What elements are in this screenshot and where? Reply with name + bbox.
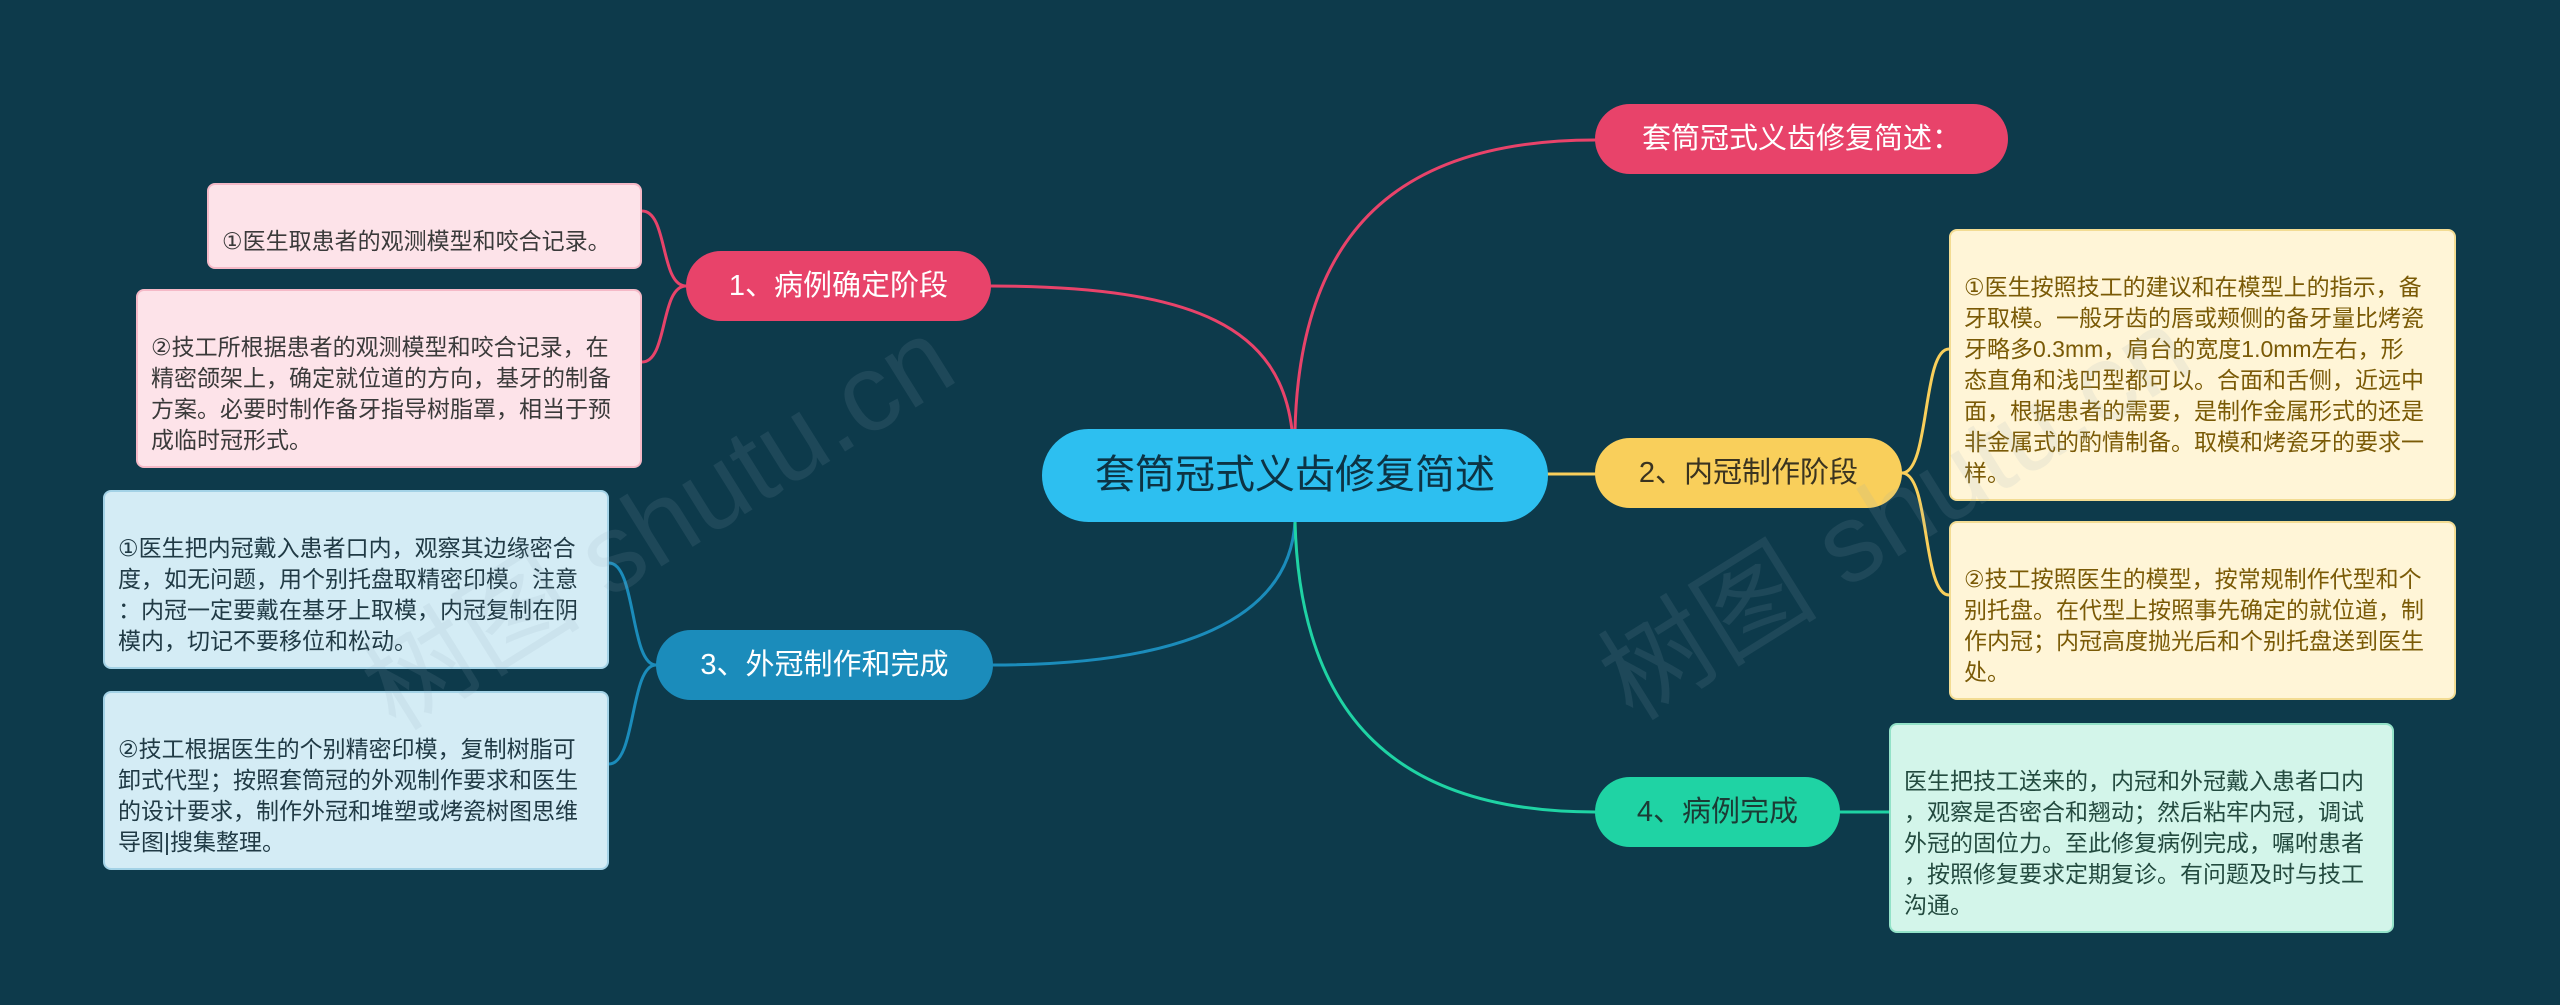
leaf-stage-1-item-1[interactable]: ①医生取患者的观测模型和咬合记录。 [207,183,642,269]
leaf-stage-2-item-2[interactable]: ②技工按照医生的模型，按常规制作代型和个 别托盘。在代型上按照事先确定的就位道，… [1949,521,2456,700]
leaf-text: ①医生按照技工的建议和在模型上的指示，备 牙取模。一般牙齿的唇或颊侧的备牙量比烤… [1964,274,2424,486]
branch-summary-label: 套筒冠式义齿修复简述： [1641,123,1961,155]
branch-stage-1-label: 1、病例确定阶段 [728,270,949,302]
leaf-stage-4-item-1[interactable]: 医生把技工送来的，内冠和外冠戴入患者口内 ，观察是否密合和翘动；然后粘牢内冠，调… [1889,723,2394,933]
leaf-text: ②技工所根据患者的观测模型和咬合记录，在 精密颌架上，确定就位道的方向，基牙的制… [151,334,611,453]
branch-stage-3-label: 3、外冠制作和完成 [700,649,949,681]
connector-stage-1-leaf-1 [640,209,688,288]
branch-stage-4[interactable]: 4、病例完成 [1595,777,1840,847]
connector-root-to-stage-3 [991,519,1297,667]
leaf-stage-3-item-2[interactable]: ②技工根据医生的个别精密印模，复制树脂可 卸式代型；按照套筒冠的外观制作要求和医… [103,691,609,870]
leaf-stage-2-item-1[interactable]: ①医生按照技工的建议和在模型上的指示，备 牙取模。一般牙齿的唇或颊侧的备牙量比烤… [1949,229,2456,501]
leaf-text: 医生把技工送来的，内冠和外冠戴入患者口内 ，观察是否密合和翘动；然后粘牢内冠，调… [1904,768,2364,918]
connector-root-to-stage-4 [1293,519,1597,814]
branch-stage-3[interactable]: 3、外冠制作和完成 [656,630,993,700]
leaf-text: ①医生把内冠戴入患者口内，观察其边缘密合 度，如无问题，用个别托盘取精密印模。注… [118,535,578,654]
leaf-stage-3-item-1[interactable]: ①医生把内冠戴入患者口内，观察其边缘密合 度，如无问题，用个别托盘取精密印模。注… [103,490,609,669]
branch-stage-2[interactable]: 2、内冠制作阶段 [1595,438,1902,508]
root-node-label: 套筒冠式义齿修复简述 [1095,453,1495,497]
connector-stage-1-leaf-2 [640,284,688,364]
connector-stage-3-leaf-1 [607,561,658,667]
branch-stage-1[interactable]: 1、病例确定阶段 [686,251,991,321]
connector-root-to-summary [1293,138,1597,432]
leaf-text: ②技工按照医生的模型，按常规制作代型和个 别托盘。在代型上按照事先确定的就位道，… [1964,566,2424,685]
branch-summary[interactable]: 套筒冠式义齿修复简述： [1595,104,2008,174]
branch-stage-4-label: 4、病例完成 [1636,796,1799,828]
root-node[interactable]: 套筒冠式义齿修复简述 [1042,429,1548,522]
connector-root-to-stage-1 [989,284,1294,432]
leaf-stage-1-item-2[interactable]: ②技工所根据患者的观测模型和咬合记录，在 精密颌架上，确定就位道的方向，基牙的制… [136,289,642,468]
connector-stage-2-leaf-2 [1900,471,1951,597]
leaf-text: ②技工根据医生的个别精密印模，复制树脂可 卸式代型；按照套筒冠的外观制作要求和医… [118,736,578,855]
leaf-text: ①医生取患者的观测模型和咬合记录。 [222,228,611,254]
branch-stage-2-label: 2、内冠制作阶段 [1638,457,1859,489]
connector-stage-3-leaf-2 [607,663,658,766]
connector-stage-2-leaf-1 [1900,347,1951,475]
